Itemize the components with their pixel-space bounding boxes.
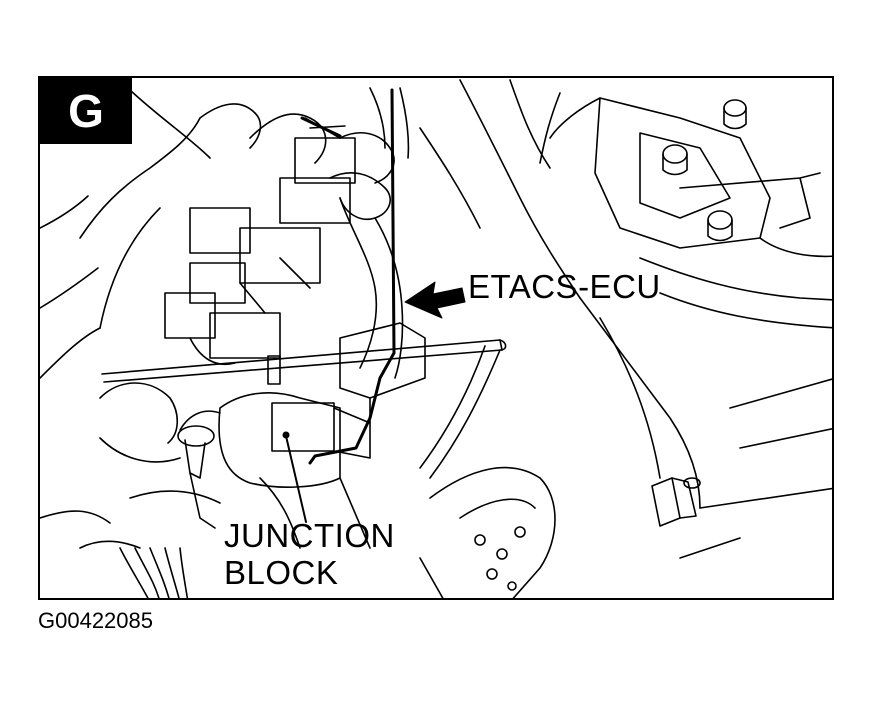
junction-block-label-line2: BLOCK: [224, 554, 339, 591]
figure-frame: G ETACS-ECU JUNCTION BLOCK: [38, 76, 834, 600]
figure-code: G00422085: [38, 608, 153, 633]
arrow-left-icon: [404, 281, 466, 319]
junction-block-leader-dot: [282, 431, 290, 439]
connector-cluster: [164, 103, 356, 365]
line-drawing: [40, 79, 832, 598]
junction-block-label-line1: JUNCTION: [224, 517, 395, 554]
mounting-bracket: [539, 92, 832, 258]
retaining-clip: [651, 477, 701, 527]
etacs-ecu-cable: [308, 88, 396, 465]
lower-wiring-loom: [40, 510, 189, 598]
junction-block-label: JUNCTION BLOCK: [224, 517, 395, 591]
support-rod: [101, 339, 507, 479]
view-badge: G: [40, 78, 132, 144]
pedal-plate: [419, 466, 556, 598]
etacs-ecu-cable-upper: [300, 116, 342, 138]
etacs-ecu-label: ETACS-ECU: [468, 268, 661, 305]
junction-block-leader: [285, 435, 307, 523]
dashboard-outline: [40, 79, 832, 559]
wire-harness: [304, 87, 410, 379]
junction-block-unit: [99, 382, 371, 549]
